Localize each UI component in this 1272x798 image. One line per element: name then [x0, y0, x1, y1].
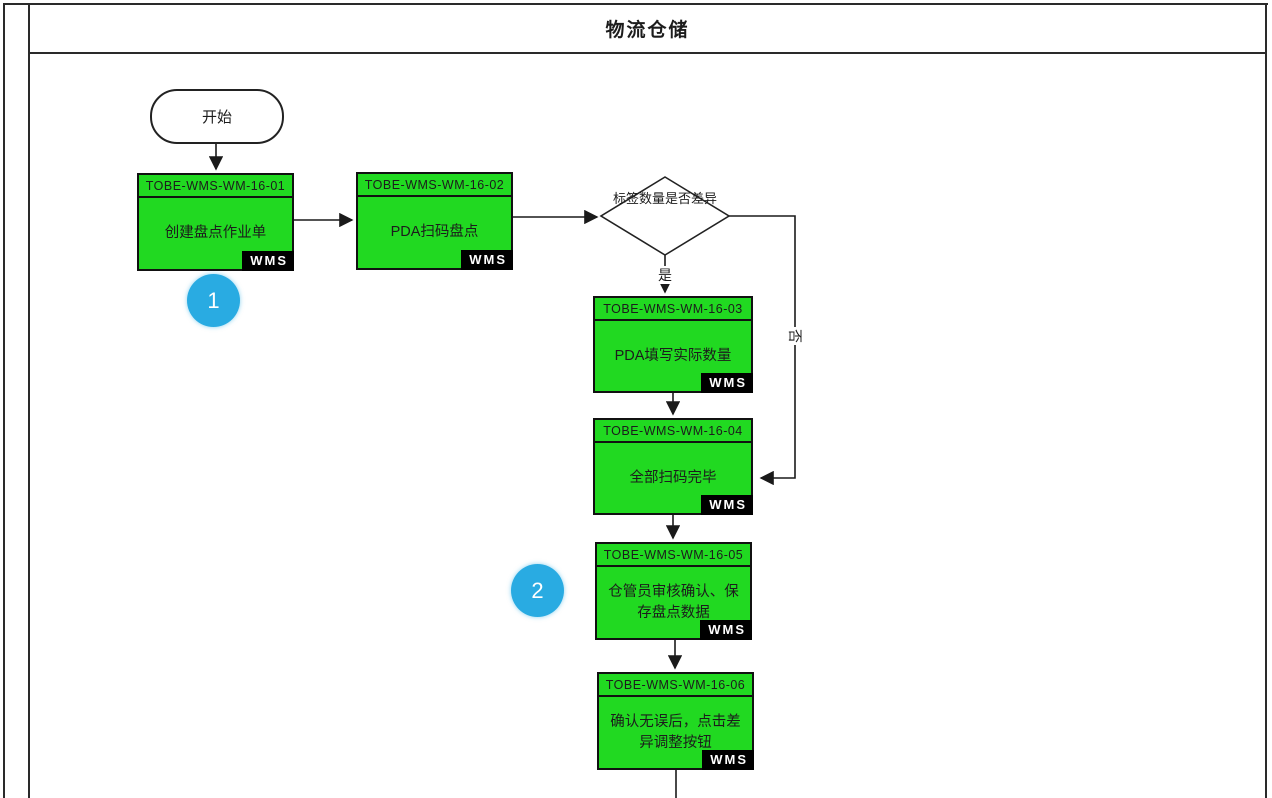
step-marker-1[interactable]: 1	[187, 274, 240, 327]
task-node-wm-16-03[interactable]: TOBE-WMS-WM-16-03 PDA填写实际数量 WMS	[593, 296, 753, 393]
step-marker-number: 2	[531, 577, 544, 603]
system-badge: WMS	[701, 495, 753, 515]
system-badge: WMS	[461, 250, 513, 270]
task-code: TOBE-WMS-WM-16-05	[597, 544, 750, 567]
task-code: TOBE-WMS-WM-16-03	[595, 298, 751, 321]
pool-top-border	[3, 3, 1268, 5]
task-label: 创建盘点作业单	[164, 225, 267, 242]
step-marker-number: 1	[207, 287, 220, 313]
start-node[interactable]: 开始	[150, 89, 284, 144]
pool-title: 物流仓储	[605, 20, 690, 41]
task-label: PDA填写实际数量	[614, 347, 732, 364]
task-code: TOBE-WMS-WM-16-01	[139, 175, 292, 198]
task-node-wm-16-01[interactable]: TOBE-WMS-WM-16-01 创建盘点作业单 WMS	[137, 173, 294, 271]
task-node-wm-16-02[interactable]: TOBE-WMS-WM-16-02 PDA扫码盘点 WMS	[356, 172, 513, 270]
task-label: PDA扫码盘点	[390, 224, 479, 241]
system-badge: WMS	[702, 750, 754, 770]
task-node-wm-16-06[interactable]: TOBE-WMS-WM-16-06 确认无误后，点击差异调整按钮 WMS	[597, 672, 754, 770]
start-label: 开始	[201, 109, 232, 126]
task-label: 仓管员审核确认、保存盘点数据	[608, 584, 739, 621]
system-badge: WMS	[242, 251, 294, 271]
decision-label: 标签数量是否差异	[612, 191, 717, 206]
task-code: TOBE-WMS-WM-16-02	[358, 174, 511, 197]
diamond-shape	[599, 176, 731, 256]
task-node-wm-16-04[interactable]: TOBE-WMS-WM-16-04 全部扫码完毕 WMS	[593, 418, 753, 515]
lane-left-divider	[28, 3, 30, 798]
task-node-wm-16-05[interactable]: TOBE-WMS-WM-16-05 仓管员审核确认、保存盘点数据 WMS	[595, 542, 752, 640]
edge-label-no: 否	[786, 327, 804, 345]
system-badge: WMS	[700, 620, 752, 640]
decision-node[interactable]: 标签数量是否差异	[599, 175, 731, 257]
pool-title-band: 物流仓储	[30, 5, 1265, 54]
task-label: 确认无误后，点击差异调整按钮	[610, 714, 741, 751]
task-code: TOBE-WMS-WM-16-06	[599, 674, 752, 697]
pool-left-border	[3, 3, 5, 798]
task-code: TOBE-WMS-WM-16-04	[595, 420, 751, 443]
task-label: 全部扫码完毕	[629, 469, 717, 486]
system-badge: WMS	[701, 373, 753, 393]
edge-label-yes: 是	[656, 266, 674, 284]
step-marker-2[interactable]: 2	[511, 564, 564, 617]
pool-right-border	[1265, 3, 1267, 798]
